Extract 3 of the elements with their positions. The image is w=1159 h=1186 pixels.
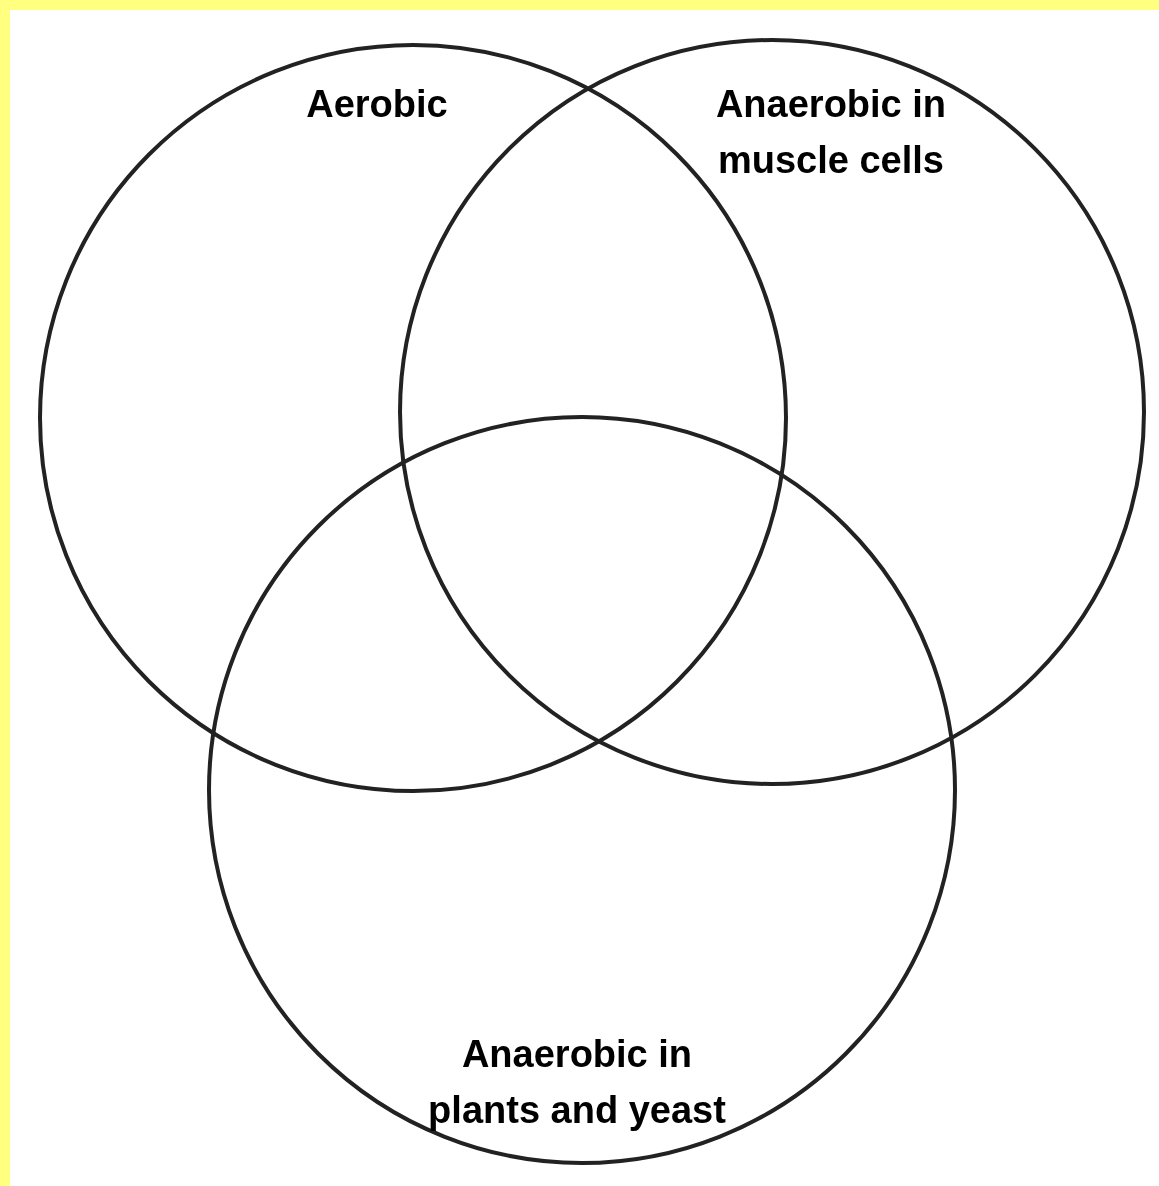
set-label: Anaerobic in plants and yeast (427, 1032, 727, 1133)
set-label: Anaerobic in muscle cells (714, 82, 948, 183)
set-label: Aerobic (305, 82, 449, 127)
